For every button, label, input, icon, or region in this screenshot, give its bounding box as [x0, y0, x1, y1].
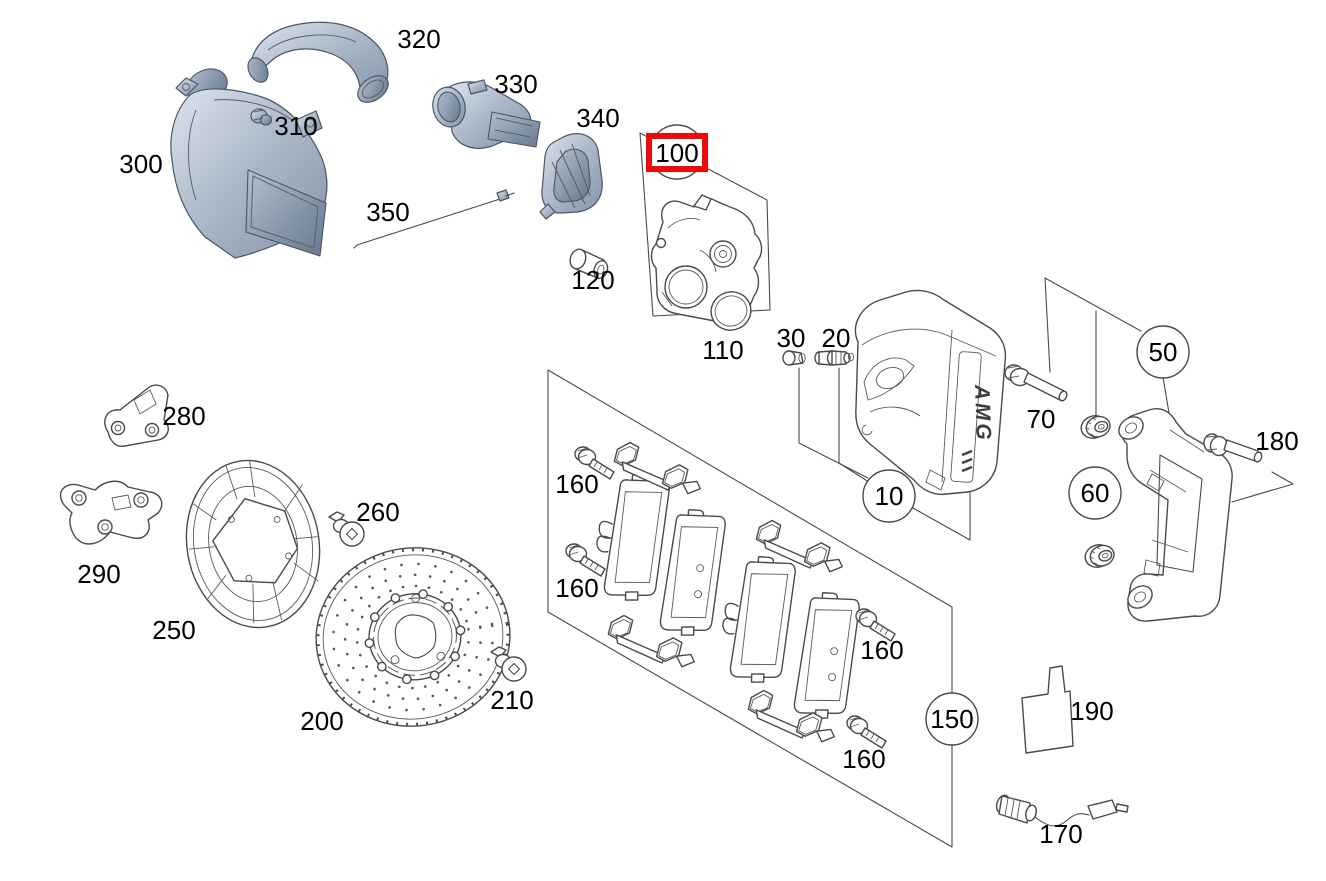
callout-330[interactable]: 330 — [494, 69, 538, 99]
part-10-brake-caliper: AMG — [854, 289, 1007, 496]
brake-pad-1 — [596, 471, 674, 606]
part-150-pad-kit — [565, 440, 896, 749]
part-60-guide-sleeve-upper — [1077, 410, 1114, 443]
caliper-amg-logo: AMG — [970, 383, 995, 443]
callout-20[interactable]: 20 — [821, 323, 851, 353]
disc-hub — [364, 589, 466, 685]
part-310-bolt — [250, 108, 273, 126]
brake-pad-4 — [791, 589, 864, 724]
callout-210[interactable]: 210 — [490, 685, 534, 715]
callout-160-2[interactable]: 160 — [555, 573, 599, 603]
callout-350[interactable]: 350 — [366, 197, 410, 227]
callout-280[interactable]: 280 — [162, 401, 206, 431]
callout-250[interactable]: 250 — [152, 615, 196, 645]
callout-circle-50[interactable] — [1136, 325, 1190, 379]
callout-10[interactable]: 10 — [874, 481, 904, 511]
callout-120[interactable]: 120 — [571, 265, 615, 295]
part-300-air-intake-duct — [170, 68, 328, 259]
callout-340[interactable]: 340 — [576, 103, 620, 133]
part-290-bracket — [59, 480, 163, 545]
callout-60[interactable]: 60 — [1080, 478, 1110, 508]
callout-50[interactable]: 50 — [1148, 337, 1178, 367]
callout-160-4[interactable]: 160 — [842, 744, 886, 774]
part-320-air-duct-tube — [247, 21, 389, 103]
callout-30[interactable]: 30 — [776, 323, 806, 353]
part-340-bracket-cage — [539, 133, 603, 220]
callout-circle-10[interactable] — [862, 469, 916, 523]
pad-kit-group-box — [547, 369, 953, 848]
part-120-plug — [569, 248, 609, 280]
callout-100-highlighted[interactable]: 100 — [655, 138, 699, 168]
callout-70[interactable]: 70 — [1026, 404, 1056, 434]
part-280-bracket — [104, 384, 169, 447]
part-110-o-ring — [710, 291, 752, 331]
callout-200[interactable]: 200 — [300, 706, 344, 736]
callout-circle-150[interactable] — [925, 692, 979, 746]
callout-310[interactable]: 310 — [274, 111, 318, 141]
part-50-caliper-carrier — [1118, 408, 1233, 622]
callout-170[interactable]: 170 — [1039, 819, 1083, 849]
part-350-cable-tie — [353, 189, 515, 249]
callout-180[interactable]: 180 — [1255, 426, 1299, 456]
callout-290[interactable]: 290 — [77, 559, 121, 589]
leader-lines — [798, 277, 1294, 541]
actuator-group-box — [639, 132, 771, 317]
callout-260[interactable]: 260 — [356, 497, 400, 527]
part-60-guide-sleeve-lower — [1081, 539, 1118, 572]
callout-circle-60[interactable] — [1068, 466, 1122, 520]
highlight-box-100[interactable] — [646, 133, 708, 172]
part-180-carrier-bolt — [1203, 433, 1263, 463]
brake-pad-2 — [657, 506, 730, 641]
callout-190[interactable]: 190 — [1070, 696, 1114, 726]
part-70-guide-bolt — [1004, 364, 1068, 402]
callout-300[interactable]: 300 — [119, 149, 163, 179]
callout-160-1[interactable]: 160 — [555, 469, 599, 499]
part-30-cap — [782, 350, 806, 366]
callout-150[interactable]: 150 — [930, 704, 974, 734]
brake-pad-3 — [722, 553, 800, 688]
callout-110[interactable]: 110 — [702, 335, 744, 365]
part-20-bleeder-valve — [814, 350, 855, 366]
part-250-splash-shield — [185, 459, 321, 629]
part-330-air-guide-sensor — [432, 79, 541, 149]
callout-320[interactable]: 320 — [397, 24, 441, 54]
part-170-wear-sensor — [995, 794, 1129, 827]
part-200-brake-disc — [315, 547, 511, 727]
callout-160-3[interactable]: 160 — [860, 635, 904, 665]
part-190-tag — [1021, 665, 1074, 754]
